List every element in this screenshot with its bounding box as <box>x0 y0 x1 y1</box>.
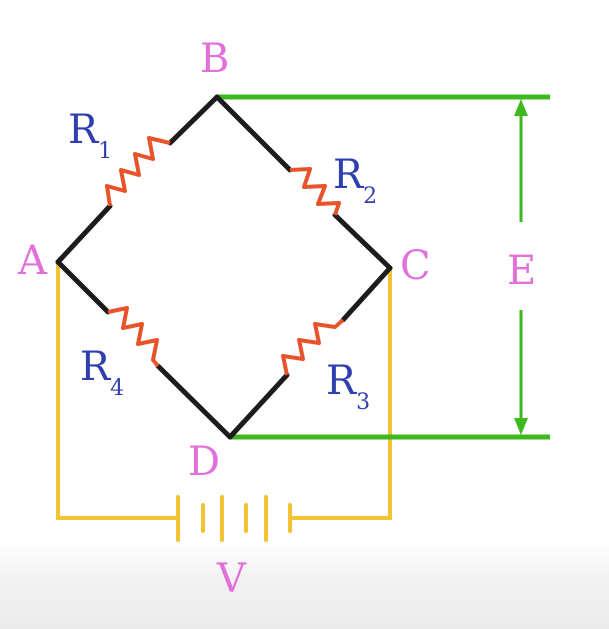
resistors <box>105 136 345 376</box>
output-label-e: E <box>507 248 536 294</box>
resistor-label-r1: R1 <box>68 107 112 164</box>
resistor-label-r2-main: R <box>333 152 365 198</box>
arm-b-r2 <box>214 94 293 173</box>
resistor-r3-icon <box>281 318 345 376</box>
arm-r4-a <box>55 259 111 315</box>
resistor-label-r3-main: R <box>326 358 358 404</box>
arrow-up-icon <box>514 99 528 116</box>
supply-wire-left <box>56 260 180 520</box>
supply-label-v: V <box>216 556 247 602</box>
resistor-label-r2: R2 <box>333 152 377 209</box>
resistor-r2-icon <box>289 167 341 216</box>
arm-r2-c <box>332 212 393 271</box>
node-label-a: A <box>17 238 48 284</box>
node-label-c: C <box>400 243 431 289</box>
node-label-d: D <box>188 439 220 485</box>
arm-a-r1 <box>55 203 113 265</box>
arrow-down-icon <box>514 418 528 435</box>
resistor-label-r4-sub: 4 <box>110 376 124 401</box>
supply-wiring <box>56 260 392 542</box>
arm-r1-b <box>167 94 220 146</box>
arm-r3-d <box>227 372 290 440</box>
output-wiring <box>217 94 550 440</box>
resistor-label-r2-sub: 2 <box>363 184 377 209</box>
bridge-arms <box>55 94 393 440</box>
resistor-label-r4: R4 <box>80 344 124 401</box>
resistor-label-r3-sub: 3 <box>356 390 370 415</box>
resistor-r4-icon <box>107 306 160 368</box>
resistor-r1-icon <box>105 136 171 207</box>
node-label-b: B <box>200 36 229 82</box>
supply-wire-right <box>288 266 392 520</box>
resistor-label-r1-main: R <box>68 107 100 153</box>
arm-c-r3 <box>340 265 393 323</box>
resistor-label-r1-sub: 1 <box>98 139 112 164</box>
arm-d-r4 <box>155 363 233 440</box>
resistor-label-r4-main: R <box>80 344 112 390</box>
resistor-label-r3: R3 <box>326 358 370 415</box>
